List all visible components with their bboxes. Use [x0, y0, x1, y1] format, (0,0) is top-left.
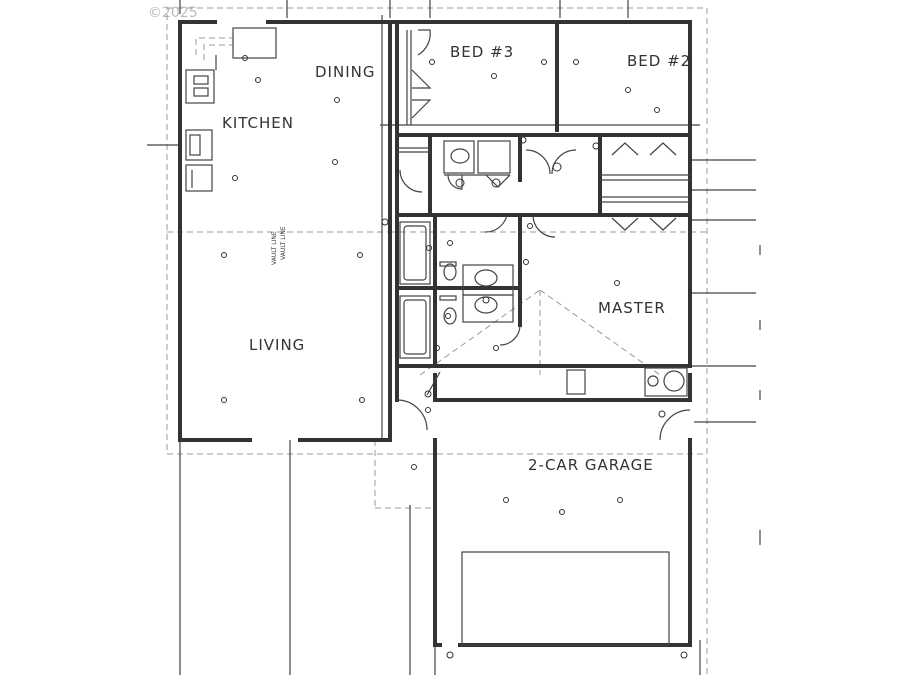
room-label-bed2: BED #2: [627, 52, 691, 70]
light-fixtures: [221, 55, 688, 659]
room-labels: KITCHEN DINING LIVING BED #3 BED #2 MAST…: [222, 43, 691, 474]
vault-line-annotations: VAULT LINE VAULT LINE: [271, 226, 287, 265]
room-label-bed3: BED #3: [450, 43, 514, 61]
room-label-kitchen: KITCHEN: [222, 114, 294, 132]
exterior-walls: [178, 20, 692, 647]
room-label-living: LIVING: [249, 336, 305, 354]
interior-walls: [395, 20, 692, 402]
door-swings: [396, 29, 691, 441]
room-label-dining: DINING: [315, 63, 375, 81]
room-label-garage: 2-CAR GARAGE: [528, 456, 654, 474]
bathroom-fixtures: [399, 140, 514, 359]
vault-line-label-2: VAULT LINE: [280, 226, 287, 260]
kitchen-cabinets: [185, 27, 277, 192]
utility-fixtures: [461, 367, 688, 646]
copyright-watermark: ©2025: [148, 5, 198, 21]
dimension-lines: [147, 0, 761, 675]
vault-line-label-1: VAULT LINE: [271, 231, 278, 265]
room-label-master: MASTER: [598, 299, 666, 317]
